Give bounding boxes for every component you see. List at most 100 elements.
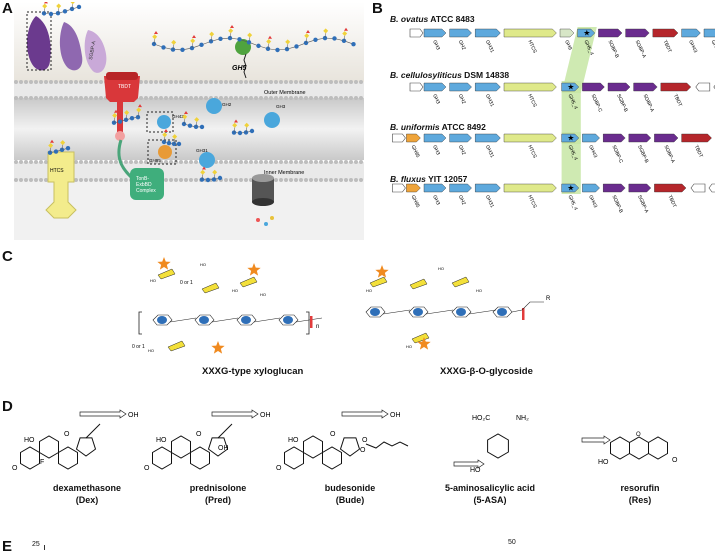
- gene-label: SGBP-A: [634, 39, 648, 59]
- compound-abbr-dex: (Dex): [32, 495, 142, 505]
- gene-label: GH2: [457, 93, 467, 105]
- atom-label: HO: [156, 437, 167, 444]
- outer-membrane-label: Outer Membrane: [264, 90, 306, 96]
- compound-name-5asa: 5-aminosalicylic acid: [420, 483, 560, 493]
- repeat-n-label: n: [316, 324, 319, 330]
- gene-arrow-sgbp-c: [603, 134, 625, 142]
- gene-arrow-sgbp-b: [603, 184, 625, 192]
- flanking-gene: [410, 29, 423, 37]
- gene-label: SGBP-B: [610, 194, 624, 214]
- star-marker: ★: [567, 83, 574, 92]
- hydroxyl-label: HO: [260, 292, 266, 297]
- atom-label: O: [276, 465, 282, 472]
- gene-arrow-tbdt: [682, 134, 712, 142]
- gene-arrow-sgbp-b: [629, 134, 651, 142]
- hydroxyl-label: HO: [150, 278, 156, 283]
- gene-arrow-gh2: [450, 184, 472, 192]
- gene-label: HTCS: [526, 144, 537, 159]
- gene-arrow-gh3: [704, 29, 715, 37]
- atom-label: O: [12, 465, 18, 472]
- gene-arrow-gh2: [450, 134, 472, 142]
- gene-arrow-htcs: [504, 134, 556, 142]
- atom-label: O: [64, 431, 70, 438]
- compound-name-bude: budesonide: [295, 483, 405, 493]
- or1-label: 0 or 1: [180, 280, 193, 286]
- atom-label: OH: [390, 412, 401, 419]
- star-marker: ★: [567, 134, 574, 143]
- gene-arrow-tbdt: [661, 83, 691, 91]
- atom-label: NH₂: [516, 415, 529, 422]
- atom-label: HO: [288, 437, 299, 444]
- flanking-gene: [392, 134, 405, 142]
- cleavage-arrow: [342, 410, 388, 418]
- atom-label: O: [636, 432, 641, 438]
- atom-label: HO: [470, 467, 481, 474]
- hydroxyl-label: HO: [148, 348, 154, 353]
- atom-label: F: [40, 459, 44, 466]
- gene-arrow-sgbp-a: [626, 29, 650, 37]
- atom-label: OH: [260, 412, 271, 419]
- gene-label: TBDT: [662, 39, 673, 53]
- gene-arrow-sgbp-b: [608, 83, 630, 91]
- panel-b-pul-maps: B. ovatus ATCC 8483 B. cellulosyliticus …: [380, 0, 715, 235]
- gene-label: SGBP-C: [590, 93, 604, 113]
- svg-text:GH31: GH31: [196, 148, 208, 153]
- gh5-label: GH5: [232, 65, 247, 72]
- flanking-gene: [410, 83, 423, 91]
- hydroxyl-label: HO: [438, 266, 444, 271]
- cleavage-arrow: [582, 436, 610, 444]
- gene-label: GH43: [687, 39, 698, 54]
- inner-membrane-label: Inner Membrane: [264, 170, 304, 176]
- gene-label: SGBP-B: [615, 93, 629, 113]
- gene-arrow-gh95: [406, 134, 420, 142]
- gene-label: GH31: [484, 144, 495, 159]
- star-marker: ★: [567, 184, 574, 193]
- gene-label: GH3: [431, 93, 441, 105]
- gene-arrow-gh9: [560, 29, 574, 37]
- hydroxyl-label: HO: [232, 288, 238, 293]
- cleavage-arrow: [212, 410, 258, 418]
- outer-membrane: [14, 82, 364, 98]
- gene-arrow-gh3: [424, 29, 446, 37]
- compound-name-pred: prednisolone: [163, 483, 273, 493]
- panel-e-tick-25: 25: [32, 541, 40, 548]
- compound-abbr-pred: (Pred): [163, 495, 273, 505]
- gene-label: TBDT: [666, 194, 677, 208]
- gene-arrow-gh95: [406, 184, 420, 192]
- gene-arrow-htcs: [504, 29, 556, 37]
- gene-arrow-gh43: [582, 184, 599, 192]
- star-marker: ★: [583, 29, 590, 38]
- gene-arrow-tbdt: [653, 29, 678, 37]
- caption-glycoside: XXXG-β-O-glycoside: [440, 366, 533, 377]
- gene-label: SGBP-B: [606, 39, 620, 59]
- gene-label: GH2: [457, 39, 467, 51]
- atom-label: HO: [598, 459, 609, 466]
- tbdt-label: TBDT: [118, 84, 131, 90]
- flanking-gene: [696, 83, 710, 91]
- gene-arrow-gh2: [450, 29, 472, 37]
- gene-label: HTCS: [526, 93, 537, 108]
- panel-label-a: A: [2, 0, 13, 17]
- gene-label: GH3: [431, 194, 441, 206]
- atom-label: O: [672, 457, 678, 464]
- gene-arrow-htcs: [504, 83, 556, 91]
- gene-label: GH3: [710, 39, 715, 51]
- panel-e-tick-50: 50: [508, 539, 516, 546]
- cleavage-arrow: [80, 410, 126, 418]
- panel-e-axis-stub: [44, 545, 45, 550]
- gene-label: GH2: [457, 144, 467, 156]
- atom-label: HO: [24, 437, 35, 444]
- gene-arrow-gh31: [475, 83, 500, 91]
- atom-label: O: [144, 465, 150, 472]
- gene-label: SGBP-A: [636, 194, 650, 214]
- gene-arrow-gh43: [682, 29, 701, 37]
- panel-label-e: E: [2, 538, 12, 555]
- compound-name-res: resorufin: [585, 483, 695, 493]
- gene-arrow-htcs: [504, 184, 556, 192]
- hydroxyl-label: HO: [366, 288, 372, 293]
- svg-text:GH95: GH95: [149, 158, 161, 163]
- atom-label: HO₂C: [472, 415, 490, 422]
